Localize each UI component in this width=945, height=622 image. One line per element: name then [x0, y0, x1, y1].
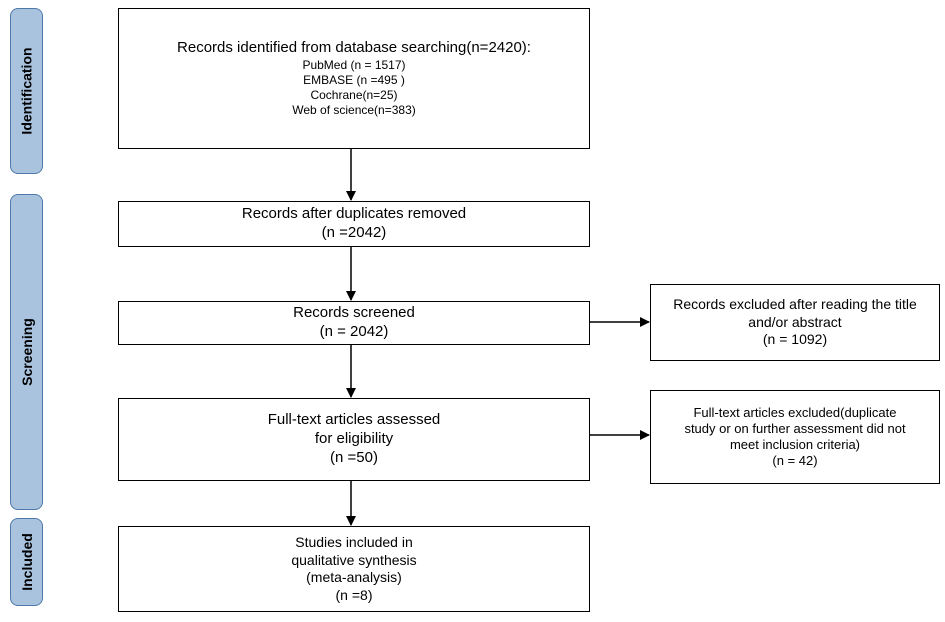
source-embase: EMBASE (n =495 ) — [303, 72, 405, 87]
box-fulltext-excluded: Full-text articles excluded(duplicate st… — [650, 390, 940, 484]
box-fulltext-assessed: Full-text articles assessed for eligibil… — [118, 398, 590, 481]
source-pubmed: PubMed (n = 1517) — [302, 57, 406, 72]
excluded-title-line-1: Records excluded after reading the title — [673, 296, 917, 313]
box-records-after-duplicates: Records after duplicates removed (n =204… — [118, 201, 590, 247]
excluded-fulltext-line-2: study or on further assessment did not — [684, 420, 906, 436]
source-web-of-science: Web of science(n=383) — [292, 102, 416, 117]
identified-title: Records identified from database searchi… — [177, 39, 531, 57]
box-studies-included: Studies included in qualitative synthesi… — [118, 526, 590, 612]
fulltext-line-2: for eligibility — [314, 430, 394, 448]
phase-included-label: Included — [10, 518, 43, 606]
prisma-flow-diagram: Identification Screening Included Record… — [4, 4, 940, 618]
box-records-screened: Records screened (n = 2042) — [118, 301, 590, 345]
screened-line-2: (n = 2042) — [319, 323, 389, 340]
source-cochrane: Cochrane(n=25) — [310, 87, 398, 102]
included-line-3: (meta-analysis) — [306, 569, 402, 585]
excluded-title-line-2: and/or abstract — [748, 313, 842, 330]
box-records-identified: Records identified from database searchi… — [118, 8, 590, 149]
included-line-4: (n =8) — [335, 586, 373, 603]
phase-screening-label: Screening — [10, 194, 43, 510]
excluded-title-line-3: (n = 1092) — [762, 331, 828, 348]
screened-line-1: Records screened — [293, 304, 415, 322]
excluded-fulltext-line-3: meet inclusion criteria) — [729, 437, 861, 452]
dedup-line-2: (n =2042) — [321, 224, 387, 241]
box-records-excluded-title: Records excluded after reading the title… — [650, 284, 940, 361]
excluded-fulltext-line-1: Full-text articles excluded(duplicate — [693, 404, 897, 420]
phase-identification-label: Identification — [10, 8, 43, 174]
dedup-line-1: Records after duplicates removed — [241, 205, 467, 223]
included-line-2: qualitative synthesis — [291, 551, 417, 568]
fulltext-line-1: Full-text articles assessed — [267, 411, 441, 429]
excluded-fulltext-line-4: (n = 42) — [772, 453, 818, 469]
included-line-1: Studies included in — [295, 534, 413, 550]
fulltext-line-3: (n =50) — [330, 448, 378, 466]
